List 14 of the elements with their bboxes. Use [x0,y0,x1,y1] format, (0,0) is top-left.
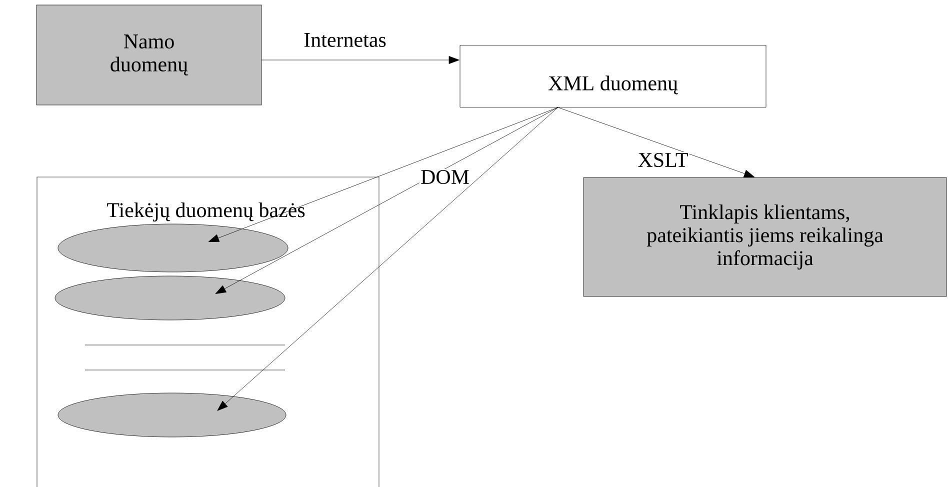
output-box: Tinklapis klientams, pateikiantis jiems reikalinga informacija [583,177,947,297]
arrow [262,56,460,64]
database-ellipse [54,276,286,320]
arrow [215,107,558,294]
source-box: Namo duomenų [36,4,262,106]
arrow [208,107,558,242]
database-ellipse [58,224,288,272]
edge-label: Internetas [302,32,388,48]
process-box: XML duomenų [460,45,766,108]
arrow [217,107,558,411]
edge-label: XSLT [636,152,690,168]
database-ellipse [58,392,286,438]
edge-label: DOM [420,168,470,186]
arrow [558,107,755,178]
